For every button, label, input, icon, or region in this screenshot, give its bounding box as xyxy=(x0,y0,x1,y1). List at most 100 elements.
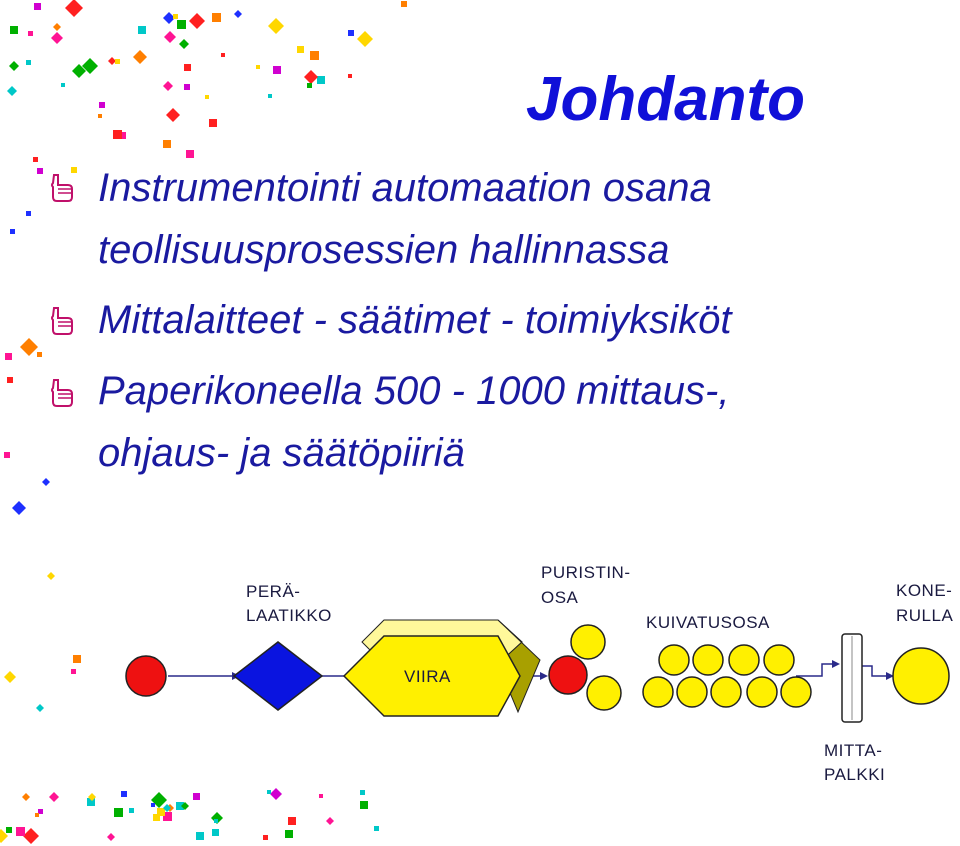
bullet-3: Paperikoneella 500 - 1000 mittaus-, ohja… xyxy=(98,360,729,484)
confetti-piece xyxy=(310,51,319,60)
confetti-piece xyxy=(51,32,63,44)
reel-label-1: KONE- xyxy=(896,581,952,600)
confetti-piece xyxy=(163,812,172,821)
confetti-piece xyxy=(184,84,190,90)
confetti-piece xyxy=(179,39,189,49)
confetti-piece xyxy=(288,817,296,825)
confetti-piece xyxy=(108,57,116,65)
confetti-piece xyxy=(5,353,12,360)
measuring-frame-label-1: MITTA- xyxy=(824,741,882,760)
confetti-piece xyxy=(37,352,42,357)
press-label-2: OSA xyxy=(541,588,579,607)
confetti-piece xyxy=(114,808,123,817)
confetti-piece xyxy=(88,793,96,801)
paper-machine-diagram: PERÄ- LAATIKKO VIIRA PURISTIN- OSA KUIVA… xyxy=(125,563,953,784)
confetti-piece xyxy=(107,833,115,841)
confetti-piece xyxy=(0,829,8,843)
confetti-piece xyxy=(267,790,271,794)
confetti-piece xyxy=(71,167,77,173)
confetti-piece xyxy=(401,1,407,7)
confetti-piece xyxy=(49,792,59,802)
dryer-cylinder xyxy=(746,676,778,708)
confetti-piece xyxy=(10,229,15,234)
confetti-piece xyxy=(61,83,65,87)
confetti-piece xyxy=(189,13,205,29)
bullet-1-line-2: teollisuusprosessien hallinnassa xyxy=(98,228,670,272)
confetti-piece xyxy=(65,0,83,17)
confetti-piece xyxy=(34,3,41,10)
confetti-piece xyxy=(176,802,184,810)
confetti-piece xyxy=(42,478,50,486)
bullet-3-line-1: Paperikoneella 500 - 1000 mittaus-, xyxy=(98,369,730,413)
arrow-icon xyxy=(886,672,894,680)
dryer-label: KUIVATUSOSA xyxy=(646,613,770,632)
confetti-piece xyxy=(186,150,194,158)
wire-box-front xyxy=(342,635,521,717)
pointing-hand-icon xyxy=(51,174,73,202)
confetti-piece xyxy=(163,12,175,24)
confetti-piece xyxy=(297,46,304,53)
confetti-piece xyxy=(82,58,98,74)
confetti-piece xyxy=(348,30,354,36)
confetti-piece xyxy=(212,829,219,836)
confetti-piece xyxy=(348,74,352,78)
confetti-piece xyxy=(138,26,146,34)
confetti-piece xyxy=(360,790,365,795)
confetti-piece xyxy=(317,76,325,84)
dryer-cylinder xyxy=(710,676,742,708)
confetti-piece xyxy=(26,60,31,65)
headbox-diamond xyxy=(232,641,324,711)
confetti-piece xyxy=(71,669,76,674)
confetti-piece xyxy=(47,572,55,580)
confetti-piece xyxy=(7,86,17,96)
confetti-piece xyxy=(263,835,268,840)
confetti-piece xyxy=(214,819,218,823)
confetti-piece xyxy=(184,64,191,71)
confetti-piece xyxy=(16,827,25,836)
confetti-piece xyxy=(163,140,171,148)
dryer-cylinder xyxy=(780,676,812,708)
confetti-piece xyxy=(33,157,38,162)
headbox-label-2: LAATIKKO xyxy=(246,606,332,625)
confetti-piece xyxy=(163,81,173,91)
confetti-piece xyxy=(177,20,186,29)
reel-roll xyxy=(892,647,950,705)
confetti-piece xyxy=(72,64,86,78)
pointing-hand-icon xyxy=(51,379,73,407)
confetti-piece xyxy=(87,798,95,806)
process-line xyxy=(796,663,832,677)
confetti-piece xyxy=(28,31,33,36)
bullet-2: Mittalaitteet - säätimet - toimiyksiköt xyxy=(98,289,732,351)
confetti-piece xyxy=(73,655,81,663)
confetti-piece xyxy=(374,826,379,831)
confetti-piece xyxy=(153,814,160,821)
confetti-piece xyxy=(193,793,200,800)
dryer-cylinder xyxy=(658,644,690,676)
confetti-piece xyxy=(36,704,44,712)
dryer-cylinder xyxy=(728,644,760,676)
confetti-piece xyxy=(151,803,155,807)
confetti-piece xyxy=(98,114,102,118)
confetti-piece xyxy=(163,804,171,812)
start-ball xyxy=(125,655,167,697)
confetti-piece xyxy=(304,70,318,84)
bullet-3-line-2: ohjaus- ja säätöpiiriä xyxy=(98,431,465,475)
confetti-piece xyxy=(53,23,61,31)
confetti-piece xyxy=(166,108,180,122)
measuring-frame-label-2: PALKKI xyxy=(824,765,885,784)
confetti-piece xyxy=(181,802,189,810)
confetti-piece xyxy=(4,452,10,458)
confetti-piece xyxy=(37,168,43,174)
dryer-cylinder xyxy=(676,676,708,708)
confetti-piece xyxy=(357,31,373,47)
confetti-piece xyxy=(270,788,282,800)
confetti-piece xyxy=(35,813,39,817)
confetti-piece xyxy=(6,827,12,833)
pointing-hand-icon xyxy=(51,307,73,335)
confetti-piece xyxy=(273,66,281,74)
confetti-piece xyxy=(326,817,334,825)
bullet-2-line-1: Mittalaitteet - säätimet - toimiyksiköt xyxy=(98,298,732,342)
bullet-1: Instrumentointi automaation osana teolli… xyxy=(98,157,712,281)
slide-title: Johdanto xyxy=(526,65,805,134)
